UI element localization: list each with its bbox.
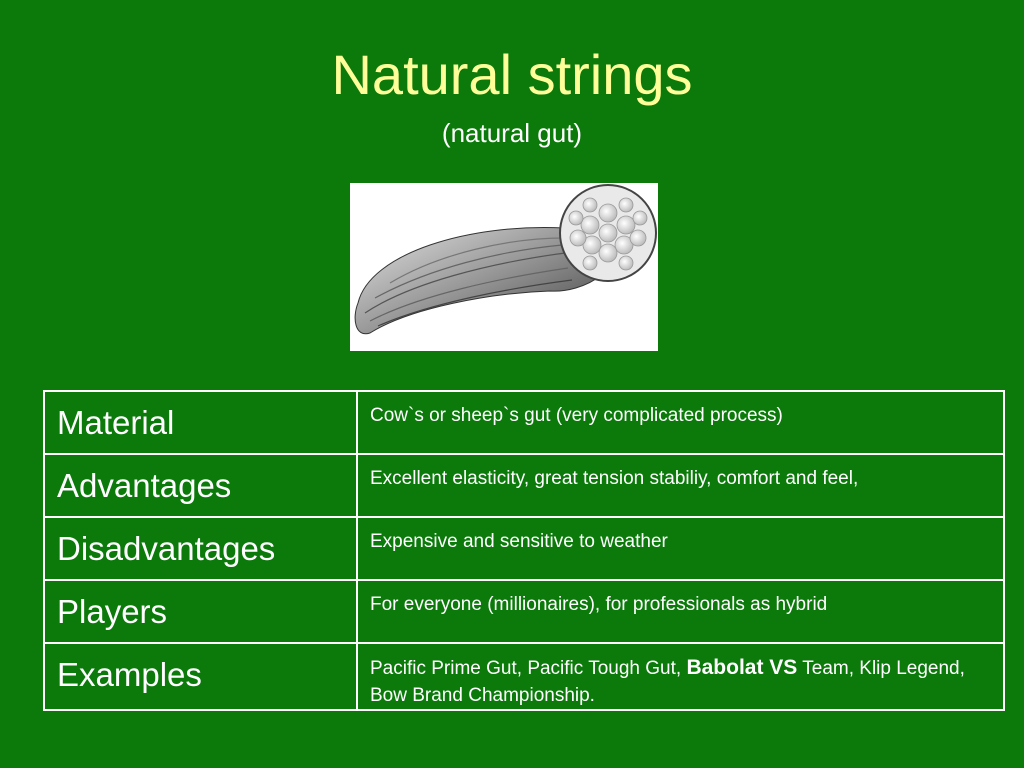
row-value: Pacific Prime Gut, Pacific Tough Gut, Ba…: [356, 642, 1005, 711]
table-row: Players For everyone (millionaires), for…: [43, 579, 1005, 644]
gut-string-image: [350, 183, 658, 351]
table-row: Disadvantages Expensive and sensitive to…: [43, 516, 1005, 581]
properties-table: Material Cow`s or sheep`s gut (very comp…: [43, 390, 1005, 711]
slide-title: Natural strings: [331, 43, 693, 106]
table-row: Examples Pacific Prime Gut, Pacific Toug…: [43, 642, 1005, 711]
row-label: Examples: [43, 642, 358, 711]
table-row: Advantages Excellent elasticity, great t…: [43, 453, 1005, 518]
table-row: Material Cow`s or sheep`s gut (very comp…: [43, 390, 1005, 455]
examples-text-after: Team, Klip Legend, Bow Brand Championshi…: [370, 658, 965, 706]
row-label: Advantages: [43, 453, 358, 518]
row-value: For everyone (millionaires), for profess…: [356, 579, 1005, 644]
row-label: Material: [43, 390, 358, 455]
slide-subtitle: (natural gut): [441, 118, 583, 148]
row-label: Disadvantages: [43, 516, 358, 581]
gut-string-illustration-icon: [354, 184, 657, 335]
row-label: Players: [43, 579, 358, 644]
examples-text-bold: Babolat VS: [686, 656, 798, 679]
examples-text-before: Pacific Prime Gut, Pacific Tough Gut,: [370, 658, 687, 679]
row-value: Expensive and sensitive to weather: [356, 516, 1005, 581]
row-value: Cow`s or sheep`s gut (very complicated p…: [356, 390, 1005, 455]
row-value: Excellent elasticity, great tension stab…: [356, 453, 1005, 518]
